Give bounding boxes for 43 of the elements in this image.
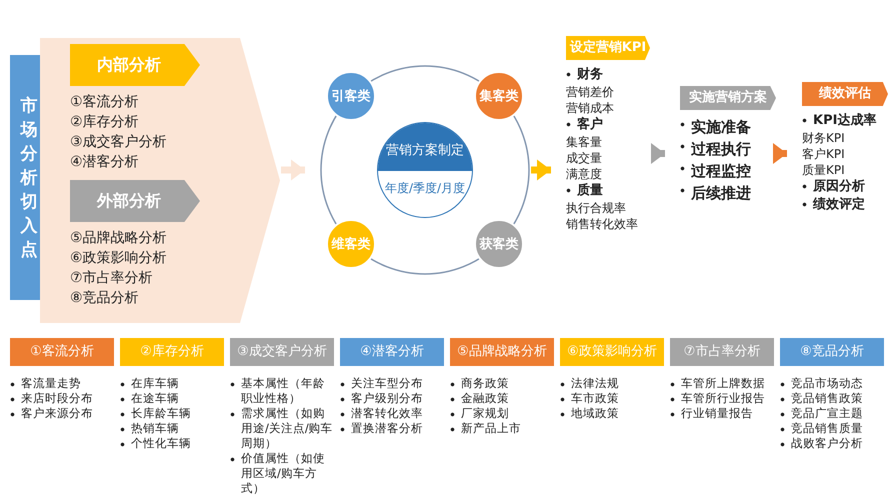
heading-tag: ⑦市占率分析 [670,338,774,366]
chevron-arrow [531,160,551,180]
list-item: 销售转化效率 [566,216,639,232]
heading-tag: ⑤品牌战略分析 [450,338,554,366]
list-item: 财务KPI [802,130,846,146]
category-circle: 集客类 [474,71,524,121]
heading-tag: ①客流分析 [10,338,114,366]
list-item: ③成交客户分析 [70,133,168,152]
category-circle: 维客类 [326,219,376,269]
subtitle-text: 年度/季度/月度 [384,180,466,197]
heading-tag: ②库存分析 [120,338,224,366]
list-item: 执行合规率 [566,200,627,216]
list-item: ②库存分析 [70,113,140,132]
list-item: 质量KPI [802,162,846,178]
title-band: 营销方案制定 [378,123,472,171]
heading-tag: ④潜客分析 [340,338,444,366]
list-item: ④潜客分析 [70,153,140,172]
chevron-arrow [773,143,787,164]
list-item: ⑥政策影响分析 [70,249,168,268]
list-item: ⑧竞品分析 [70,289,140,308]
category-circle: 获客类 [474,219,524,269]
list-item: ①客流分析 [70,93,140,112]
heading-tag: ⑧竞品分析 [780,338,884,366]
heading-tag: 绩效评估 [802,82,888,106]
category-circle: 引客类 [326,71,376,121]
list-item: 满意度 [566,166,603,182]
list-item: 成交量 [566,150,603,166]
list-item: ⑦市占率分析 [70,269,154,288]
list-item: 客户KPI [802,146,846,162]
list-item: ⑤品牌战略分析 [70,229,168,248]
chevron-arrow [281,160,305,180]
heading-tag: 设定营销KPI [566,36,650,60]
heading-tag: ⑥政策影响分析 [560,338,664,366]
list-item: 营销成本 [566,100,615,116]
heading-tag: 实施营销方案 [680,86,776,110]
list-item: 需求属性（如购用途/关注点/购车周期） [230,406,334,451]
heading-tag: 内部分析 [70,44,200,86]
heading-tag: ③成交客户分析 [230,338,334,366]
list-item: 营销差价 [566,84,615,100]
heading-tag: 外部分析 [70,180,200,222]
banner-label: 市场分析切入点 [20,94,38,262]
list-item: 集客量 [566,134,603,150]
chevron-arrow [651,143,665,164]
